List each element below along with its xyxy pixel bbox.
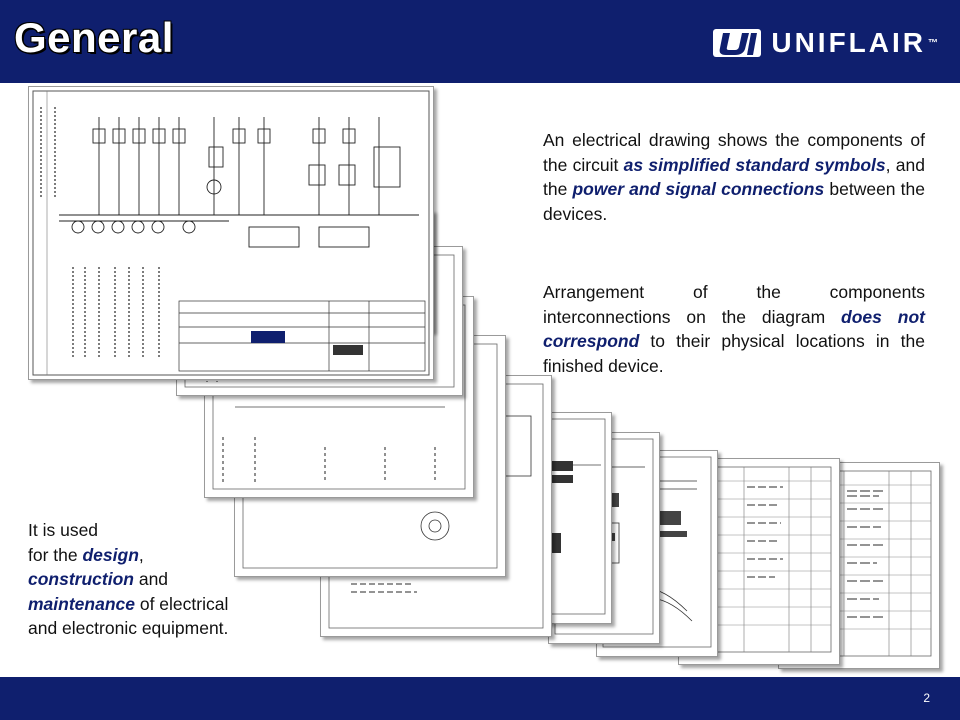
page-title: General xyxy=(14,14,174,61)
paragraph-text: , and the xyxy=(543,154,925,200)
paragraph-text: It is used xyxy=(28,520,99,540)
page-number: 2 xyxy=(923,691,930,705)
schematic-drawing xyxy=(28,86,434,380)
paragraph-text: between the devices. xyxy=(543,179,926,224)
paragraph-text: Arrangement of the components interconne… xyxy=(543,282,925,327)
logo-trademark: ™ xyxy=(928,37,938,49)
logo-text: UNIFLAIR xyxy=(771,27,926,58)
schematic-lines xyxy=(32,90,430,376)
usage-paragraph: It is used for the design,construction an… xyxy=(28,518,288,641)
uniflair-logo-icon xyxy=(713,29,762,57)
emphasis-text: power and signal connections xyxy=(572,179,825,199)
emphasis-text: as simplified standard symbols xyxy=(623,154,886,175)
paragraph-text: and xyxy=(133,569,169,589)
emphasis-text: maintenance xyxy=(28,593,135,614)
paragraph-text: of electrical xyxy=(134,593,229,614)
arrangement-paragraph: Arrangement of the components interconne… xyxy=(543,280,925,378)
paragraph-text: and electronic equipment. xyxy=(28,618,229,638)
footer-bar: 2 xyxy=(0,677,960,720)
emphasis-text: construction xyxy=(28,569,134,589)
paragraph-text: , xyxy=(138,544,144,565)
paragraph-text: to their physical locations in the finis… xyxy=(543,331,925,376)
paragraph-text: for the xyxy=(28,544,83,565)
emphasis-text: does not correspond xyxy=(543,306,925,352)
paragraph-text: An electrical drawing shows the componen… xyxy=(543,130,925,175)
description-paragraph: An electrical drawing shows the componen… xyxy=(543,128,925,226)
emphasis-text: design xyxy=(82,544,139,565)
